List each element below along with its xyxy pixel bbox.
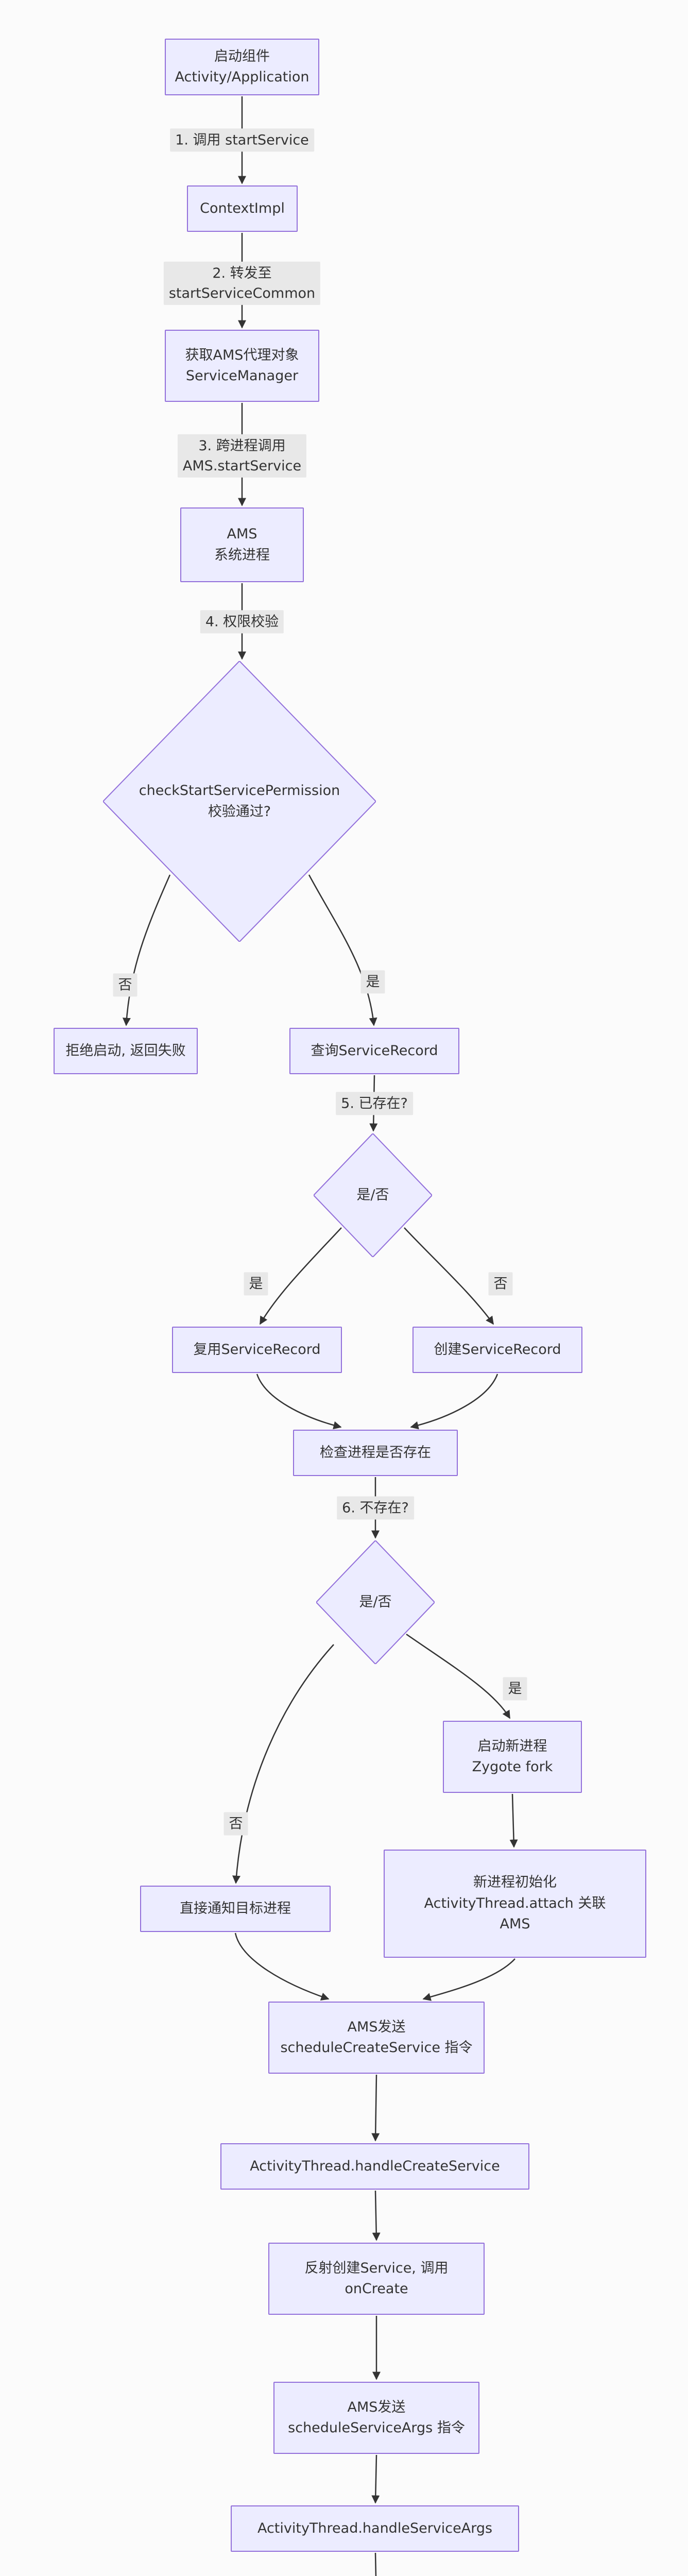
node-check-process-exists: 检查进程是否存在 [293, 1430, 458, 1476]
node-handle-service-args: ActivityThread.handleServiceArgs [231, 2505, 519, 2552]
node-start-new-process: 启动新进程 Zygote fork [443, 1721, 582, 1793]
edge-label-no-permission: 否 [113, 973, 137, 997]
edge-label-step2: 2. 转发至 startServiceCommon [163, 261, 321, 306]
node-handle-create-service: ActivityThread.handleCreateService [220, 2143, 529, 2190]
node-init-new-process: 新进程初始化 ActivityThread.attach 关联 AMS [384, 1850, 646, 1958]
diamond-label: 是/否 [356, 1187, 389, 1203]
diamond-shape [316, 1540, 435, 1664]
node-reuse-service-record: 复用ServiceRecord [172, 1327, 342, 1373]
edge-label-step6: 6. 不存在? [337, 1496, 414, 1520]
node-reflect-create-oncreate: 反射创建Service, 调用 onCreate [268, 2243, 485, 2315]
node-query-service-record: 查询ServiceRecord [289, 1028, 459, 1074]
node-process-decision: 是/否 [316, 1540, 435, 1664]
edge-label-step5: 5. 已存在? [336, 1092, 413, 1115]
node-schedule-create-service: AMS发送 scheduleCreateService 指令 [268, 2002, 485, 2074]
diamond-shape [314, 1133, 432, 1257]
diamond-shape [103, 661, 376, 942]
node-notify-target-process: 直接通知目标进程 [140, 1886, 331, 1932]
diamond-label: 是/否 [359, 1594, 392, 1610]
edge-label-no-exists: 否 [488, 1272, 513, 1296]
edge-label-step4: 4. 权限校验 [200, 610, 284, 634]
node-context-impl: ContextImpl [187, 185, 298, 232]
node-permission-check-decision: checkStartServicePermission 校验通过? [103, 661, 376, 942]
node-get-ams-proxy: 获取AMS代理对象 ServiceManager [165, 330, 319, 402]
node-start-component: 启动组件 Activity/Application [165, 39, 319, 95]
node-create-service-record: 创建ServiceRecord [412, 1327, 582, 1373]
node-reject-start: 拒绝启动, 返回失败 [54, 1028, 198, 1074]
node-schedule-service-args: AMS发送 scheduleServiceArgs 指令 [273, 2382, 479, 2454]
edge-label-step1: 1. 调用 startService [170, 128, 314, 152]
edge-label-step3: 3. 跨进程调用 AMS.startService [177, 434, 307, 478]
edge-label-yes-permission: 是 [360, 970, 385, 994]
node-exists-decision: 是/否 [314, 1133, 432, 1257]
diamond-label: checkStartServicePermission 校验通过? [139, 783, 340, 820]
edge-label-yes-new-process: 是 [503, 1677, 527, 1701]
node-ams-system-process: AMS 系统进程 [180, 507, 304, 582]
edge-label-yes-exists: 是 [244, 1272, 268, 1296]
edge-label-no-new-process: 否 [223, 1812, 248, 1836]
